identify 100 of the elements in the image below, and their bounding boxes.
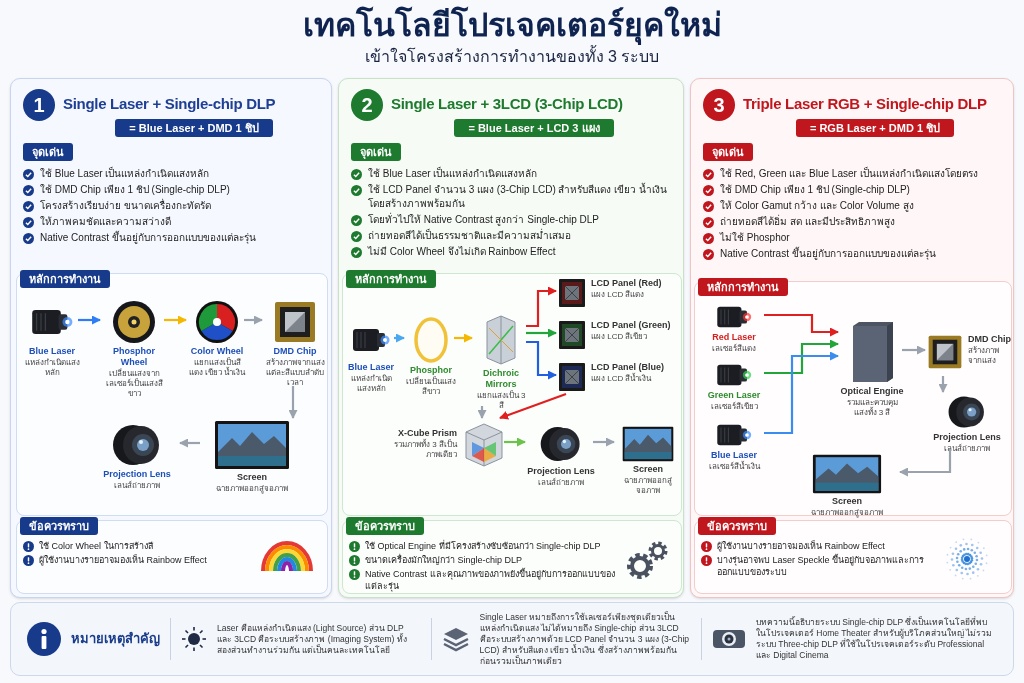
- notes-card: [342, 520, 682, 594]
- arrow: [526, 340, 557, 380]
- component-caption: แหล่งกำเนิดแสงหลัก: [349, 374, 393, 394]
- formula-badge: = Blue Laser + DMD 1 ชิป: [115, 119, 273, 137]
- arrow: [179, 438, 200, 448]
- panel-title: Triple Laser RGB + Single-chip DLP: [743, 94, 987, 114]
- section-tag: หลักการทำงาน: [20, 270, 110, 288]
- component-name: Screen: [237, 472, 267, 483]
- section-tag: หลักการทำงาน: [698, 278, 788, 296]
- component-name: Red Laser: [712, 332, 756, 343]
- component-name: Blue Laser: [348, 362, 394, 373]
- component-name: Projection Lens: [933, 432, 1001, 443]
- bullet-text: ใช้ Blue Laser เป็นแหล่งกำเนิดแสงหลัก: [40, 167, 210, 181]
- section-tag: ข้อควรทราบ: [20, 517, 98, 535]
- component-caption: เลเซอร์สีแดง: [712, 344, 756, 354]
- section-tag: ข้อควรทราบ: [346, 517, 424, 535]
- component-caption: รวมภาพทั้ง 3 สีเป็นภาพเดียว: [394, 440, 457, 460]
- component-caption: เลนส์ถ่ายภาพ: [538, 478, 584, 488]
- bullet-text: Native Contrast ขึ้นอยู่กับการออกแบบของแต่ละรุ่น: [40, 231, 256, 245]
- bullet-text: โดยทั่วไปให้ Native Contrast สูงกว่า Single-chip DLP: [368, 213, 599, 227]
- bullet-text: โครงสร้างเรียบง่าย ขนาดเครื่องกะทัดรัด: [40, 199, 211, 213]
- component-name: Blue Laser: [711, 450, 757, 461]
- note-text: ใช้ Color Wheel ในการสร้างสี: [39, 540, 153, 552]
- bullet-text: Native Contrast ขึ้นอยู่กับการออกแบบของแต่ละรุ่น: [720, 247, 936, 261]
- note-text: Native Contrast และคุณภาพของภาพยังขึ้นอยู่กับการออกแบบของแต่ละรุ่น: [365, 568, 616, 592]
- arrow: [764, 339, 839, 375]
- arrow: [454, 333, 473, 343]
- arrow: [764, 313, 839, 337]
- page-title: เทคโนโลยีโปรเจคเตอร์ยุคใหม่: [302, 5, 722, 45]
- component-name: Optical Engine: [840, 386, 904, 397]
- system-panel: [10, 78, 332, 598]
- footnote-bar: [10, 602, 1014, 676]
- note-text: บางรุ่นอาจพบ Laser Speckle ขึ้นอยู่กับจอภาพและการออกแบบของระบบ: [717, 554, 926, 578]
- bullet-text: ใช้ DMD Chip เพียง 1 ชิป (Single-chip DLP): [720, 183, 910, 197]
- section-tag: จุดเด่น: [703, 143, 753, 161]
- arrow: [526, 286, 557, 328]
- component-name: DMD Chip: [968, 334, 1011, 345]
- bullet-text: ให้ภาพคมชัดและความสว่างดี: [40, 215, 171, 229]
- component-caption: เลนส์ถ่ายภาพ: [114, 481, 160, 491]
- section-tag: จุดเด่น: [23, 143, 73, 161]
- footnote-text: Laser คือแหล่งกำเนิดแสง (Light Source) ส่วน DLP และ 3LCD คือระบบสร้างภาพ (Imaging System) ทั้งสองส่วนทำงานร่วมกัน แต่เป็นคนละเทคโนโลยี: [217, 622, 408, 656]
- component-caption: เลเซอร์สีน้ำเงิน: [708, 462, 760, 472]
- panel-title: Single Laser + 3LCD (3-Chip LCD): [391, 94, 623, 114]
- bullet-text: ไม่ใช้ Phosphor: [720, 231, 790, 245]
- component-name: LCD Panel (Red): [591, 278, 662, 289]
- section-card: [16, 273, 328, 516]
- system-panel: [338, 78, 684, 598]
- arrow: [902, 345, 926, 355]
- footnote-text: บทความนี้อธิบายระบบ Single-chip DLP ซึ่งเป็นเทคโนโลยีที่พบในโปรเจคเตอร์ Home Theater สำหรับผู้บริโภคส่วนใหญ่ ไม่รวมระบบ Three-chip DLP ที่ใช้ในโปรเจคเตอร์ระดับ Professional และ Digital Cinema: [755, 617, 994, 661]
- component-caption: แยกแสงเป็นสีแดง เขียว น้ำเงิน: [188, 358, 246, 378]
- note-text: ขนาดเครื่องมักใหญ่กว่า Single-chip DLP: [365, 554, 523, 566]
- number-badge: 2: [351, 89, 383, 121]
- component-caption: เลเซอร์สีเขียว: [710, 402, 758, 412]
- arrow: [499, 392, 567, 420]
- component-name: LCD Panel (Blue): [591, 362, 664, 372]
- component-name: Phosphor Wheel: [112, 346, 156, 368]
- component-name: Color Wheel: [190, 346, 244, 357]
- notes-card: [694, 520, 1012, 594]
- footnote-heading: หมายเหตุสำคัญ: [71, 630, 160, 649]
- subtitle: เข้าใจโครงสร้างการทำงานของทั้ง 3 ระบบ: [364, 46, 660, 68]
- arrow: [593, 437, 615, 447]
- section-tag: หลักการทำงาน: [346, 270, 436, 288]
- arrow: [477, 406, 487, 419]
- component-caption: เปลี่ยนแสงจากเลเซอร์เป็นแสงสีขาว: [104, 369, 164, 399]
- section-tag: จุดเด่น: [351, 143, 401, 161]
- component-caption: ฉายภาพออกสู่จอภาพ: [623, 476, 673, 496]
- bullet-text: ใช้ DMD Chip เพียง 1 ชิป (Single-chip DLP): [40, 183, 230, 197]
- component-caption: เลนส์ถ่ายภาพ: [944, 444, 990, 454]
- component-caption: ฉายภาพออกสู่จอภาพ: [811, 508, 883, 518]
- arrow: [394, 333, 405, 343]
- component-name: Green Laser: [707, 390, 761, 401]
- component-name: Dichroic Mirrors: [482, 368, 520, 390]
- bullet-text: ใช้ Blue Laser เป็นแหล่งกำเนิดแสงหลัก: [368, 167, 538, 181]
- arrow: [526, 328, 557, 338]
- component-caption: แยกแสงเป็น 3 สี: [475, 391, 527, 411]
- panel-title: Single Laser + Single-chip DLP: [63, 94, 276, 114]
- number-badge: 1: [23, 89, 55, 121]
- component-name: Projection Lens: [527, 466, 595, 477]
- component-caption: แผง LCD สีแดง: [591, 290, 645, 300]
- component-name: LCD Panel (Green): [591, 320, 671, 331]
- section-card: [694, 281, 1012, 516]
- arrow: [288, 386, 298, 419]
- arrow: [764, 351, 839, 435]
- notes-card: [16, 520, 328, 594]
- component-name: Projection Lens: [103, 469, 171, 480]
- formula-badge: = Blue Laser + LCD 3 แผง: [454, 119, 614, 137]
- formula-badge: = RGB Laser + DMD 1 ชิป: [795, 119, 955, 137]
- component-caption: สร้างภาพจากแสง: [968, 346, 1000, 366]
- note-text: ผู้ใช้งานบางรายอาจมองเห็น Rainbow Effect: [717, 540, 885, 552]
- section-card: [342, 273, 682, 516]
- component-name: Phosphor: [410, 365, 452, 375]
- component-caption: แหล่งกำเนิดแสงหลัก: [24, 358, 80, 378]
- bullet-text: ใช้ Red, Green และ Blue Laser เป็นแหล่งกำเนิดแสงโดยตรง: [720, 167, 978, 181]
- component-name: Screen: [832, 496, 862, 507]
- component-name: Screen: [633, 464, 663, 475]
- component-caption: สร้างภาพจากแสงแต่ละสีแบบลำดับเวลา: [264, 358, 326, 388]
- system-panel: [690, 78, 1014, 598]
- footnote-text: Single Laser หมายถึงการใช้เลเซอร์เพียงชุดเดียวเป็นแหล่งกำเนิดแสง ไม่ได้หมายถึง Single-chip ส่วน 3LCD คือระบบสร้างภาพด้วย LCD Panel จำนวน 3 แผง (3-Chip LCD) สำหรับสีแดง เขียว น้ำเงิน ซึ่งสร้างภาพพร้อมกันก่อนรวมเป็นภาพเดียว: [479, 611, 691, 667]
- component-name: Blue Laser: [29, 346, 75, 357]
- arrow: [244, 315, 263, 325]
